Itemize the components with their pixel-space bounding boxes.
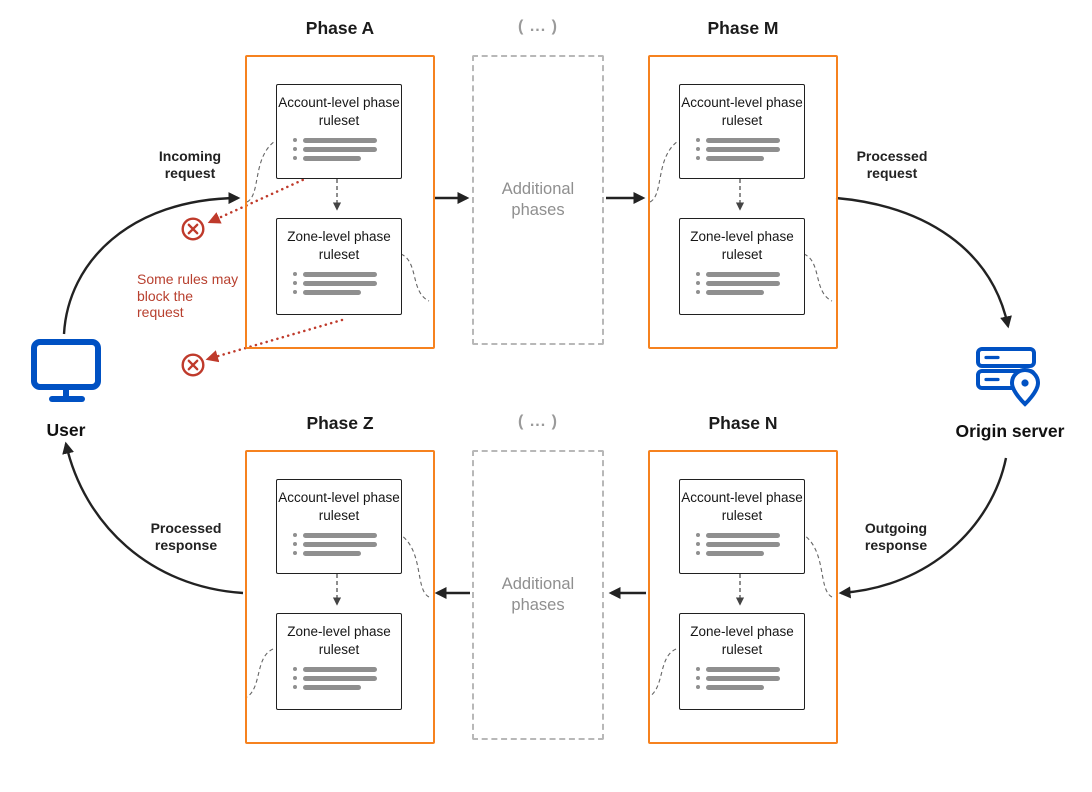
rule-line — [696, 138, 804, 143]
incoming-request-label: Incoming request — [158, 148, 222, 181]
phase-m-account-ruleset-box: Account-level phase ruleset — [679, 84, 805, 179]
rule-line — [293, 272, 401, 277]
phase-a-entry-connector — [246, 140, 276, 203]
additional-phases-box-top: ( ... ) Additional phases — [472, 18, 604, 345]
rule-line — [696, 281, 804, 286]
zone-ruleset-label: Zone-level phase ruleset — [287, 229, 391, 262]
phase-z-exit-connector — [246, 648, 274, 698]
origin-server-node: Origin server — [935, 346, 1085, 442]
rule-line — [696, 667, 804, 672]
ruleset-rule-lines — [293, 138, 401, 161]
account-ruleset-label: Account-level phase ruleset — [681, 490, 803, 523]
processed-response-arrow — [62, 441, 244, 595]
ruleset-rule-lines — [293, 533, 401, 556]
phase-n-zone-ruleset-box: Zone-level phase ruleset — [679, 613, 805, 710]
phase-a-zone-ruleset-box: Zone-level phase ruleset — [276, 218, 402, 315]
rule-line — [696, 156, 804, 161]
phase-n-title: Phase N — [708, 413, 778, 433]
circle-x-icon — [181, 217, 205, 241]
phase-z-account-ruleset-box: Account-level phase ruleset — [276, 479, 402, 574]
blocked-warning-text: Some rules may block the request — [137, 271, 239, 320]
rule-line — [696, 290, 804, 295]
additional-phases-ellipsis: ( ... ) — [518, 18, 558, 35]
zone-ruleset-label: Zone-level phase ruleset — [690, 624, 794, 657]
phase-m-exit-connector — [803, 253, 833, 302]
additional-phases-label: Additional phases — [501, 180, 575, 219]
origin-server-label: Origin server — [955, 421, 1065, 441]
phase-m-entry-connector — [649, 140, 679, 203]
additional-phases-box-bottom: ( ... ) Additional phases — [472, 413, 604, 740]
rule-line — [293, 542, 401, 547]
phase-n-entry-connector — [803, 534, 833, 598]
rule-line — [293, 156, 401, 161]
ruleset-rule-lines — [696, 138, 804, 161]
processed-request-arrow — [835, 196, 1012, 329]
rule-line — [696, 685, 804, 690]
phase-n-account-ruleset-box: Account-level phase ruleset — [679, 479, 805, 574]
circle-x-icon — [181, 353, 205, 377]
rule-line — [696, 551, 804, 556]
phase-n-exit-connector — [648, 648, 677, 698]
ruleset-rule-lines — [696, 533, 804, 556]
rule-line — [696, 676, 804, 681]
phase-z-box: Phase Z Account-level phase ruleset Zone… — [245, 413, 435, 744]
rule-line — [696, 147, 804, 152]
rule-line — [293, 676, 401, 681]
ruleset-rule-lines — [696, 667, 804, 690]
rule-line — [293, 533, 401, 538]
rule-line — [293, 138, 401, 143]
user-node: User — [20, 338, 112, 441]
rule-line — [293, 667, 401, 672]
phase-m-title: Phase M — [707, 18, 779, 38]
ruleset-rule-lines — [696, 272, 804, 295]
server-location-pin-icon — [976, 347, 1041, 407]
phase-a-box: Phase A Account-level phase ruleset Zone… — [245, 18, 435, 349]
rule-line — [293, 551, 401, 556]
phase-a-title: Phase A — [305, 18, 375, 38]
processed-response-label: Processed response — [150, 520, 222, 553]
phase-a-exit-connector — [400, 253, 430, 302]
zone-ruleset-label: Zone-level phase ruleset — [690, 229, 794, 262]
phase-m-zone-ruleset-box: Zone-level phase ruleset — [679, 218, 805, 315]
ruleset-rule-lines — [293, 667, 401, 690]
account-ruleset-label: Account-level phase ruleset — [278, 95, 400, 128]
incoming-request-arrow — [62, 192, 241, 335]
phase-n-box: Phase N Account-level phase ruleset Zone… — [648, 413, 838, 744]
blocked-request-arrow-2 — [205, 318, 344, 363]
zone-ruleset-label: Zone-level phase ruleset — [287, 624, 391, 657]
ruleset-rule-lines — [293, 272, 401, 295]
rule-line — [293, 281, 401, 286]
phase-m-box: Phase M Account-level phase ruleset Zone… — [648, 18, 838, 349]
phase-a-account-ruleset-box: Account-level phase ruleset — [276, 84, 402, 179]
account-ruleset-label: Account-level phase ruleset — [278, 490, 400, 523]
processed-request-label: Processed request — [856, 148, 928, 181]
additional-phases-label: Additional phases — [501, 575, 575, 614]
phase-z-zone-ruleset-box: Zone-level phase ruleset — [276, 613, 402, 710]
user-label: User — [46, 420, 86, 440]
outgoing-response-arrow — [838, 457, 1008, 599]
rule-line — [696, 542, 804, 547]
account-ruleset-label: Account-level phase ruleset — [681, 95, 803, 128]
monitor-icon — [31, 339, 101, 402]
rule-line — [696, 533, 804, 538]
phase-z-title: Phase Z — [306, 413, 374, 433]
rule-line — [293, 147, 401, 152]
rule-line — [293, 685, 401, 690]
phase-z-entry-connector — [400, 534, 430, 598]
rule-line — [696, 272, 804, 277]
additional-phases-ellipsis: ( ... ) — [518, 413, 558, 430]
rule-line — [293, 290, 401, 295]
outgoing-response-label: Outgoing response — [864, 520, 928, 553]
